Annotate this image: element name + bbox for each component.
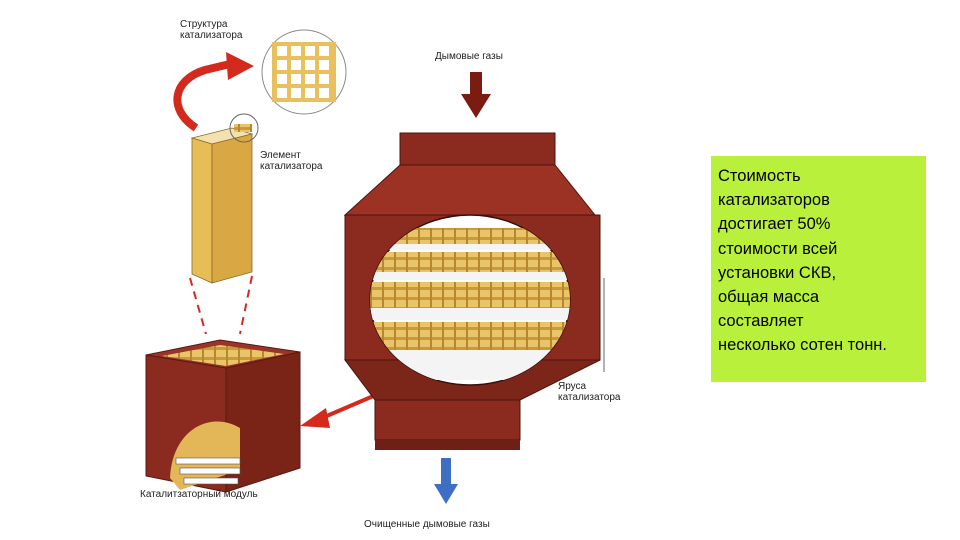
catalyst-element-label: Элемент катализатора (260, 150, 323, 172)
catalyst-tiers (370, 228, 570, 380)
curved-red-arrow (173, 52, 254, 132)
flue-gas-inlet-arrow (461, 72, 491, 118)
cleaned-gases-label: Очищенные дымовые газы (364, 519, 490, 530)
catalyst-module-label: Каталитзаторный модуль (140, 489, 258, 500)
catalyst-module (145, 339, 301, 493)
cost-note-box: Стоимость катализаторов достигает 50% ст… (711, 156, 926, 382)
catalyst-tiers-label: Яруса катализатора (558, 381, 621, 403)
flue-gases-label: Дымовые газы (435, 51, 503, 62)
catalyst-structure-label: Структура катализатора (180, 19, 243, 41)
clean-gas-outlet-arrow (434, 458, 458, 504)
dashed-guides (189, 275, 253, 335)
catalyst-element (190, 113, 259, 284)
catalyst-structure-grid (261, 29, 347, 115)
